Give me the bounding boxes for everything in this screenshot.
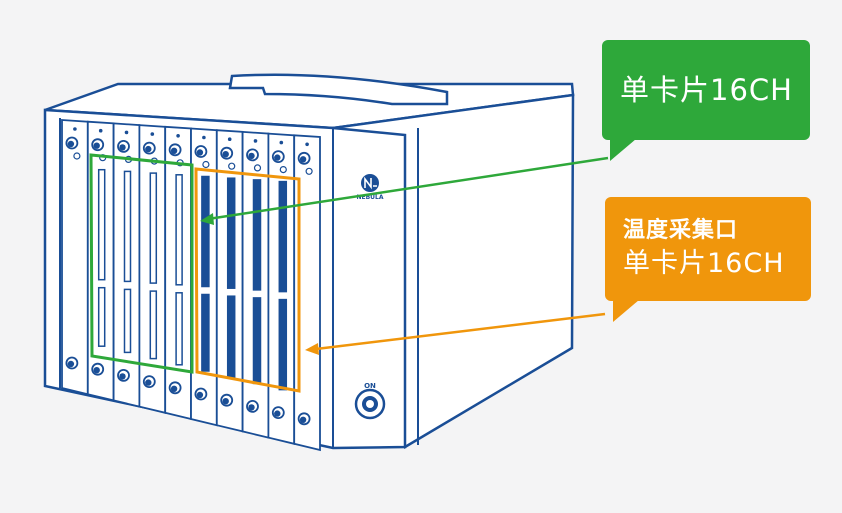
top-knob-core-icon bbox=[196, 149, 204, 156]
connector-slot bbox=[201, 293, 210, 372]
callout-temperature-card: 温度采集口 单卡片16CH bbox=[605, 197, 811, 327]
top-knob-core-icon bbox=[67, 140, 75, 148]
connector-slot bbox=[226, 295, 236, 378]
green-pointer-arrow bbox=[200, 213, 214, 225]
callout-temperature-text: 单卡片16CH bbox=[623, 248, 785, 279]
bottom-knob-core-icon bbox=[274, 410, 281, 417]
bottom-knob-core-icon bbox=[67, 360, 75, 368]
top-knob-core-icon bbox=[145, 145, 152, 153]
connector-slot bbox=[149, 290, 158, 360]
connector-slot bbox=[201, 175, 210, 288]
orange-pointer-line bbox=[315, 312, 606, 351]
connector-slot bbox=[175, 174, 183, 286]
connector-slot bbox=[123, 170, 132, 283]
status-led-icon bbox=[227, 137, 232, 141]
power-button[interactable]: ON bbox=[354, 382, 386, 420]
orange-pointer-arrow bbox=[305, 343, 319, 355]
top-knob-core-icon bbox=[274, 154, 281, 161]
indicator-hole-icon bbox=[305, 167, 313, 175]
brand-logo: NEBULA bbox=[356, 174, 384, 201]
bottom-knob-core-icon bbox=[299, 416, 307, 423]
slot-card bbox=[61, 119, 89, 396]
indicator-hole-icon bbox=[279, 166, 287, 174]
status-led-icon bbox=[305, 142, 309, 147]
connector-slot bbox=[252, 179, 262, 291]
orange-highlight-frame bbox=[194, 167, 301, 393]
slot-card bbox=[293, 134, 321, 452]
top-knob-core-icon bbox=[222, 151, 229, 158]
connector-slot bbox=[278, 180, 288, 293]
status-led-icon bbox=[253, 139, 258, 143]
connector-slot bbox=[149, 172, 158, 284]
bottom-knob-core-icon bbox=[170, 385, 178, 392]
callout-single-card: 单卡片16CH bbox=[602, 40, 810, 165]
callout-temperature-tail bbox=[613, 300, 639, 322]
indicator-hole-icon bbox=[253, 164, 262, 172]
card-slots bbox=[61, 119, 321, 452]
status-led-icon bbox=[73, 127, 77, 131]
bottom-knob-core-icon bbox=[222, 398, 229, 405]
callout-single-card-tail bbox=[610, 139, 636, 161]
indicator-hole-icon bbox=[228, 162, 236, 170]
connector-slot bbox=[97, 286, 106, 347]
connector-slot bbox=[226, 177, 236, 289]
top-knob-core-icon bbox=[170, 147, 178, 154]
status-led-icon bbox=[124, 130, 129, 135]
bottom-knob-core-icon bbox=[248, 404, 255, 411]
indicator-hole-icon bbox=[73, 152, 81, 160]
callout-single-card-text: 单卡片16CH bbox=[620, 73, 793, 107]
top-knob-core-icon bbox=[93, 142, 100, 149]
carry-handle bbox=[228, 73, 449, 106]
connector-slot bbox=[123, 288, 132, 354]
power-label: ON bbox=[364, 382, 376, 390]
connector-slot bbox=[252, 297, 262, 385]
status-led-icon bbox=[150, 132, 155, 136]
top-knob-core-icon bbox=[119, 144, 126, 151]
connector-slot bbox=[278, 298, 288, 391]
top-knob-core-icon bbox=[248, 152, 255, 160]
top-knob-core-icon bbox=[299, 156, 307, 163]
callout-temperature-title: 温度采集口 bbox=[623, 218, 739, 243]
status-led-icon bbox=[279, 140, 284, 145]
indicator-hole-icon bbox=[202, 160, 210, 169]
status-led-icon bbox=[98, 128, 103, 133]
status-led-icon bbox=[176, 134, 180, 138]
connector-slot bbox=[175, 292, 183, 366]
bottom-knob-core-icon bbox=[196, 391, 204, 399]
bottom-knob-core-icon bbox=[145, 379, 152, 386]
bottom-knob-core-icon bbox=[93, 367, 100, 374]
connector-slot bbox=[97, 168, 106, 281]
green-pointer-line bbox=[207, 156, 609, 221]
brand-logo-icon bbox=[361, 174, 379, 192]
brand-label: NEBULA bbox=[356, 194, 383, 201]
green-highlight-frame bbox=[89, 153, 194, 374]
status-led-icon bbox=[202, 135, 206, 140]
bottom-knob-core-icon bbox=[119, 373, 126, 380]
